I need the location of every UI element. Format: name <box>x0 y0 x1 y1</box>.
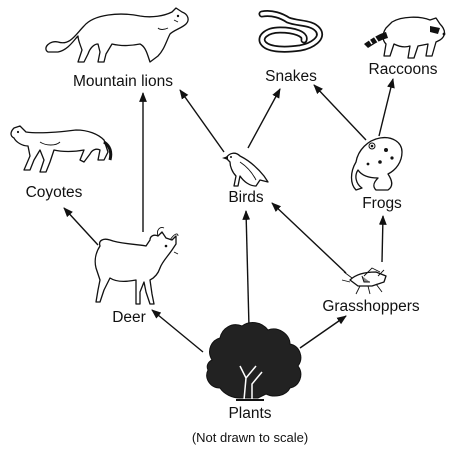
tree-icon <box>206 322 302 401</box>
edge-deer-coyotes <box>63 207 99 246</box>
caption-not-to-scale: (Not drawn to scale) <box>192 430 308 445</box>
label-plants: Plants <box>228 405 271 422</box>
deer-icon <box>94 227 179 305</box>
edge-plants-deer <box>151 309 204 353</box>
edge-grasshoppers-frogs <box>378 215 387 263</box>
snake-icon <box>258 10 323 53</box>
label-grasshoppers: Grasshoppers <box>322 298 420 315</box>
label-frogs: Frogs <box>362 195 402 212</box>
raccoon-icon <box>364 16 446 59</box>
coyote-icon <box>10 125 113 173</box>
bird-icon <box>222 152 269 187</box>
edge-plants-birds <box>242 210 251 328</box>
label-raccoons: Raccoons <box>369 61 438 78</box>
mountain-lion-icon <box>45 7 189 63</box>
edge-grasshoppers-birds <box>271 202 347 274</box>
edge-frogs-snakes <box>313 84 367 141</box>
grasshopper-icon <box>341 267 387 295</box>
edges <box>63 78 395 353</box>
frog-icon <box>350 136 403 191</box>
edge-birds-mountain-lions <box>179 89 225 153</box>
edge-birds-snakes <box>247 88 281 149</box>
label-snakes: Snakes <box>265 68 317 85</box>
label-deer: Deer <box>112 309 146 326</box>
label-coyotes: Coyotes <box>26 184 83 201</box>
label-mountain-lions: Mountain lions <box>73 73 173 90</box>
label-birds: Birds <box>228 189 264 206</box>
edge-plants-grasshoppers <box>299 315 347 349</box>
edge-frogs-raccoons <box>378 78 395 137</box>
